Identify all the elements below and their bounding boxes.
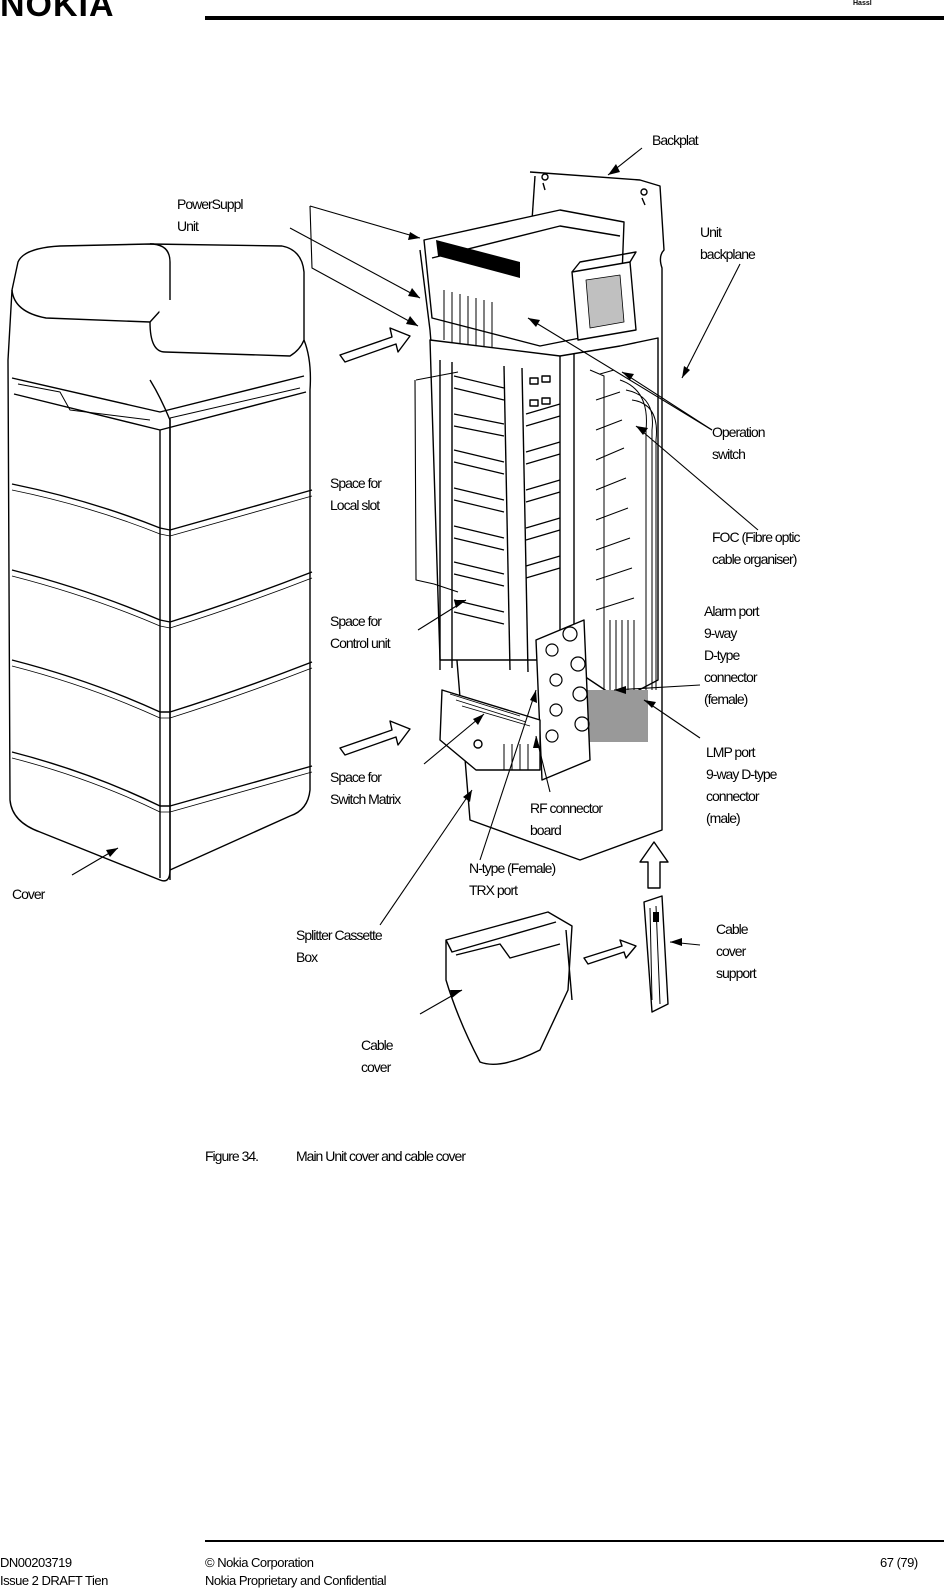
- label-power-supply-unit: PowerSuppl Unit: [177, 196, 243, 234]
- footer-doc-id: DN00203719: [0, 1555, 72, 1570]
- label-rf-connector-board: RF connector board: [530, 800, 603, 838]
- label-operation-switch: Operation switch: [712, 424, 765, 462]
- label-space-control-unit: Space for Control unit: [330, 613, 391, 651]
- label-unit-backplane: Unit backplane: [700, 224, 756, 262]
- label-space-local-slot: Space for Local slot: [330, 475, 382, 513]
- nokia-logo: NOKIA: [0, 0, 115, 24]
- cover-drawing: [7, 243, 313, 882]
- label-space-switch-matrix: Space for Switch Matrix: [330, 769, 401, 807]
- main-unit-illustration: [7, 147, 759, 1065]
- main-unit-drawing: [423, 209, 659, 781]
- footer-issue: Issue 2 DRAFT Tien: [0, 1573, 108, 1588]
- label-cover: Cover: [12, 886, 45, 902]
- label-n-type-trx-port: N-type (Female) TRX port: [469, 860, 556, 898]
- label-foc: FOC (Fibre optic cable organiser): [712, 529, 800, 567]
- header-rule: [205, 16, 944, 20]
- label-alarm-port: Alarm port 9-way D-type connector (femal…: [704, 603, 760, 707]
- label-splitter-cassette-box: Splitter Cassette Box: [296, 927, 383, 965]
- cable-cover-support-drawing: [643, 895, 669, 1013]
- label-cable-cover-support: Cable cover support: [716, 921, 757, 981]
- footer-rule: [205, 1540, 944, 1542]
- footer-copyright: © Nokia Corporation: [205, 1555, 314, 1570]
- label-backplate: Backplat: [652, 132, 699, 148]
- figure-caption: Main Unit cover and cable cover: [296, 1148, 466, 1164]
- cable-cover-drawing: [445, 911, 573, 1065]
- footer-page-number: 67 (79): [880, 1555, 918, 1570]
- label-cable-cover: Cable cover: [361, 1037, 394, 1075]
- header-mark: Hassl: [853, 0, 872, 7]
- footer-confidential: Nokia Proprietary and Confidential: [205, 1573, 387, 1588]
- label-lmp-port: LMP port 9-way D-type connector (male): [706, 744, 777, 826]
- figure-number: Figure 34.: [205, 1148, 259, 1164]
